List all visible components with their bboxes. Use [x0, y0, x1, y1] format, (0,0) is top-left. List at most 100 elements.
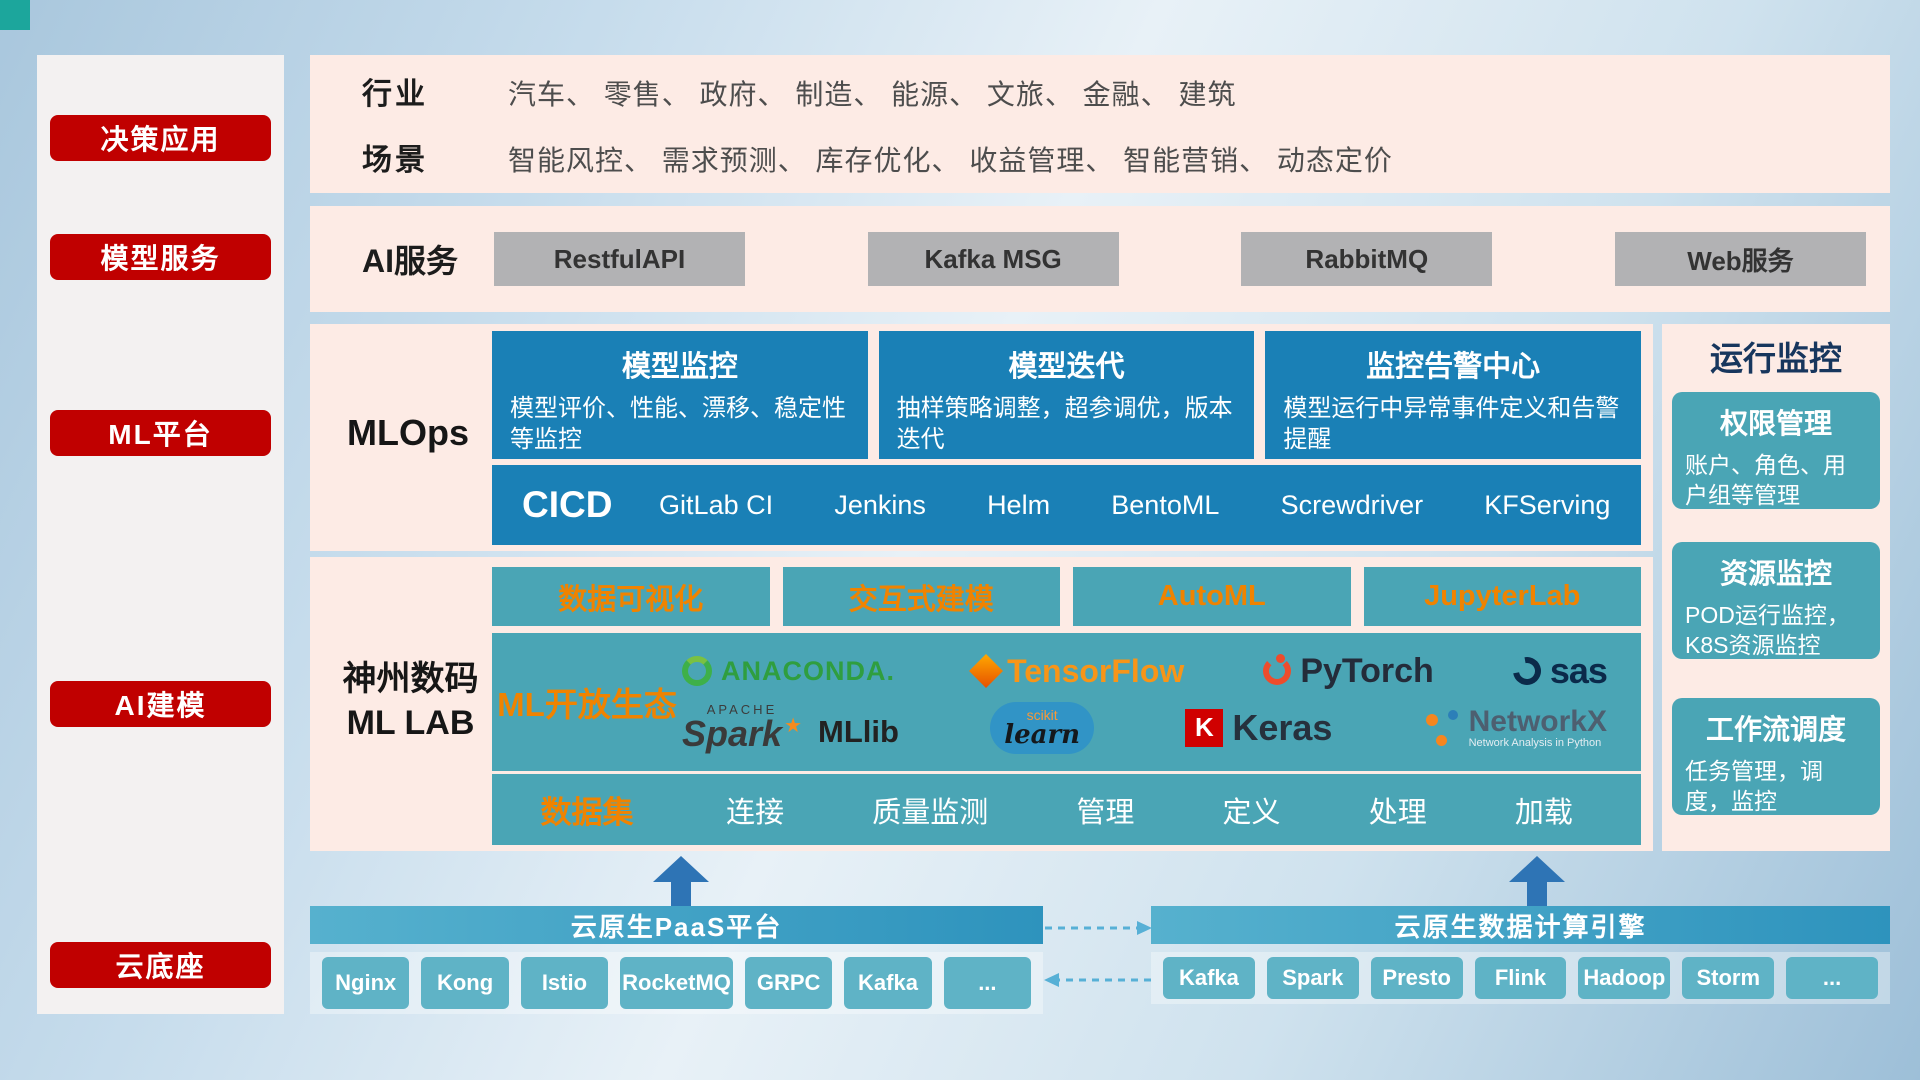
istio-button: Istio — [520, 957, 609, 1009]
spark-logo: APACHE Spark ★ — [682, 703, 802, 752]
spark-mllib-logo: APACHE Spark ★ MLlib — [682, 703, 899, 752]
sas-logo: sas — [1507, 650, 1608, 692]
runtime-monitor-panel: 运行监控 权限管理 账户、角色、用户组等管理 资源监控 POD运行监控，K8S资… — [1662, 324, 1890, 851]
mllab-label-line2: ML LAB — [346, 704, 475, 743]
paas-platform-buttons: Nginx Kong Istio RocketMQ GRPC Kafka ... — [310, 952, 1043, 1014]
arrow-head — [1509, 856, 1565, 882]
hadoop-button: Hadoop — [1578, 957, 1671, 999]
ml-ecosystem-label: ML开放生态 — [497, 686, 677, 723]
cicd-item-gitlab-ci: GitLab CI — [659, 489, 774, 520]
apache-label: APACHE — [706, 702, 778, 718]
industry-list: 汽车、 零售、 政府、 制造、 能源、 文旅、 金融、 建筑 — [508, 79, 1237, 110]
tensorflow-wordmark: TensorFlow — [1007, 652, 1185, 689]
scenario-list: 智能风控、 需求预测、 库存优化、 收益管理、 智能营销、 动态定价 — [508, 145, 1393, 176]
learn-wordmark: learn — [1004, 719, 1081, 750]
industry-label: 行业 — [362, 78, 428, 111]
ai-service-buttons: RestfulAPI Kafka MSG RabbitMQ Web服务 — [494, 232, 1866, 286]
corner-decoration — [0, 0, 30, 30]
cicd-item-kfserving: KFServing — [1484, 489, 1611, 520]
networkx-wordmark: NetworkX — [1468, 705, 1607, 739]
web-service-button: Web服务 — [1614, 232, 1866, 286]
exchange-dashed-arrows — [1044, 921, 1152, 987]
nginx-button: Nginx — [322, 957, 410, 1009]
mlops-band: MLOps 模型监控 模型评价、性能、漂移、稳定性等监控 模型迭代 抽样策略调整… — [310, 324, 1653, 551]
cicd-label: CICD — [522, 484, 613, 525]
pytorch-wordmark: PyTorch — [1300, 651, 1434, 690]
rabbitmq-button: RabbitMQ — [1241, 232, 1493, 286]
kong-button: Kong — [421, 957, 509, 1009]
card-desc: POD运行监控，K8S资源监控 — [1685, 602, 1850, 658]
anaconda-icon — [682, 656, 712, 687]
mllab-band: 神州数码 ML LAB 数据可视化 交互式建模 AutoML JupyterLa… — [310, 557, 1653, 851]
kafka-msg-button: Kafka MSG — [867, 232, 1119, 286]
tensorflow-icon — [969, 654, 1004, 689]
presto-button: Presto — [1370, 957, 1463, 999]
networkx-wordmark-wrap: NetworkX Network Analysis in Python — [1469, 706, 1607, 749]
networkx-icon — [1424, 709, 1460, 746]
data-engine-buttons: Kafka Spark Presto Flink Hadoop Storm ..… — [1151, 952, 1890, 1004]
card-desc: 任务管理，调度，监控 — [1685, 758, 1823, 814]
dataset-item-load: 加载 — [1514, 796, 1573, 829]
scenario-row: 场景 智能风控、 需求预测、 库存优化、 收益管理、 智能营销、 动态定价 — [362, 135, 1890, 179]
data-visualization-button: 数据可视化 — [492, 567, 770, 626]
networkx-logo: NetworkX Network Analysis in Python — [1424, 706, 1607, 749]
pytorch-icon — [1263, 654, 1292, 686]
card-title: 模型监控 — [621, 351, 738, 383]
automl-button: AutoML — [1073, 567, 1351, 626]
up-arrow-right — [1509, 856, 1565, 906]
mllab-tools-row: 数据可视化 交互式建模 AutoML JupyterLab — [492, 567, 1641, 626]
arrow-shaft — [1527, 882, 1547, 906]
dataset-item-quality: 质量监测 — [872, 796, 989, 829]
kafka-button: Kafka — [844, 957, 932, 1009]
tensorflow-logo: TensorFlow — [969, 652, 1185, 690]
cicd-items: GitLab CI Jenkins Helm BentoML Screwdriv… — [628, 490, 1641, 521]
arrow-shaft — [671, 882, 691, 906]
cicd-bar: CICD GitLab CI Jenkins Helm BentoML Scre… — [492, 465, 1641, 545]
cicd-item-helm: Helm — [987, 489, 1051, 520]
cicd-item-jenkins: Jenkins — [834, 489, 926, 520]
card-desc: 账户、角色、用户组等管理 — [1685, 452, 1846, 508]
data-engine-group: 云原生数据计算引擎 Kafka Spark Presto Flink Hadoo… — [1151, 906, 1890, 1004]
layer-model-service: 模型服务 — [50, 234, 271, 280]
mllib-wordmark: MLlib — [818, 714, 899, 750]
more-button: ... — [943, 957, 1032, 1009]
resource-monitoring-card: 资源监控 POD运行监控，K8S资源监控 — [1672, 542, 1880, 659]
ml-ecosystem-box: ML开放生态 ANACONDA. TensorFlow PyTorch — [492, 633, 1641, 771]
keras-logo: K Keras — [1185, 707, 1332, 749]
dataset-item-process: 处理 — [1368, 796, 1427, 829]
permission-management-card: 权限管理 账户、角色、用户组等管理 — [1672, 392, 1880, 509]
spark-wordmark-line: Spark ★ — [682, 716, 802, 752]
alert-center-card: 监控告警中心 模型运行中异常事件定义和告警提醒 — [1265, 331, 1642, 459]
paas-platform-group: 云原生PaaS平台 Nginx Kong Istio RocketMQ GRPC… — [310, 906, 1043, 1014]
keras-wordmark: Keras — [1232, 706, 1333, 748]
ai-service-label: AI服务 — [362, 243, 459, 279]
more-engine-button: ... — [1786, 957, 1879, 999]
ml-ecosystem-logos: ANACONDA. TensorFlow PyTorch sas — [682, 633, 1641, 771]
sas-icon — [1507, 651, 1547, 691]
dataset-label: 数据集 — [540, 795, 634, 830]
keras-icon: K — [1185, 708, 1224, 747]
card-title: 模型迭代 — [1008, 351, 1125, 383]
card-title: 资源监控 — [1719, 558, 1832, 589]
storm-button: Storm — [1682, 957, 1775, 999]
card-desc: 模型评价、性能、漂移、稳定性等监控 — [510, 395, 846, 454]
ecosystem-row-1: ANACONDA. TensorFlow PyTorch sas — [682, 650, 1608, 692]
industry-row: 行业 汽车、 零售、 政府、 制造、 能源、 文旅、 金融、 建筑 — [362, 69, 1890, 113]
restfulapi-button: RestfulAPI — [494, 232, 745, 286]
mlops-cards: 模型监控 模型评价、性能、漂移、稳定性等监控 模型迭代 抽样策略调整，超参调优，… — [492, 331, 1642, 459]
cicd-item-bentoml: BentoML — [1111, 489, 1220, 520]
card-desc: 抽样策略调整，超参调优，版本迭代 — [896, 395, 1233, 454]
kafka-engine-button: Kafka — [1163, 957, 1255, 999]
workflow-scheduling-card: 工作流调度 任务管理，调度，监控 — [1672, 698, 1880, 815]
up-arrow-left — [653, 856, 709, 906]
card-title: 权限管理 — [1719, 408, 1832, 439]
rocketmq-button: RocketMQ — [620, 957, 733, 1009]
scikit-learn-logo: scikit learn — [990, 701, 1095, 754]
model-monitoring-card: 模型监控 模型评价、性能、漂移、稳定性等监控 — [492, 331, 868, 459]
mlops-label: MLOps — [347, 412, 469, 453]
runtime-monitor-title: 运行监控 — [1710, 340, 1842, 377]
anaconda-wordmark: ANACONDA. — [721, 655, 895, 686]
model-iteration-card: 模型迭代 抽样策略调整，超参调优，版本迭代 — [878, 331, 1255, 459]
scenario-label: 场景 — [362, 144, 428, 177]
